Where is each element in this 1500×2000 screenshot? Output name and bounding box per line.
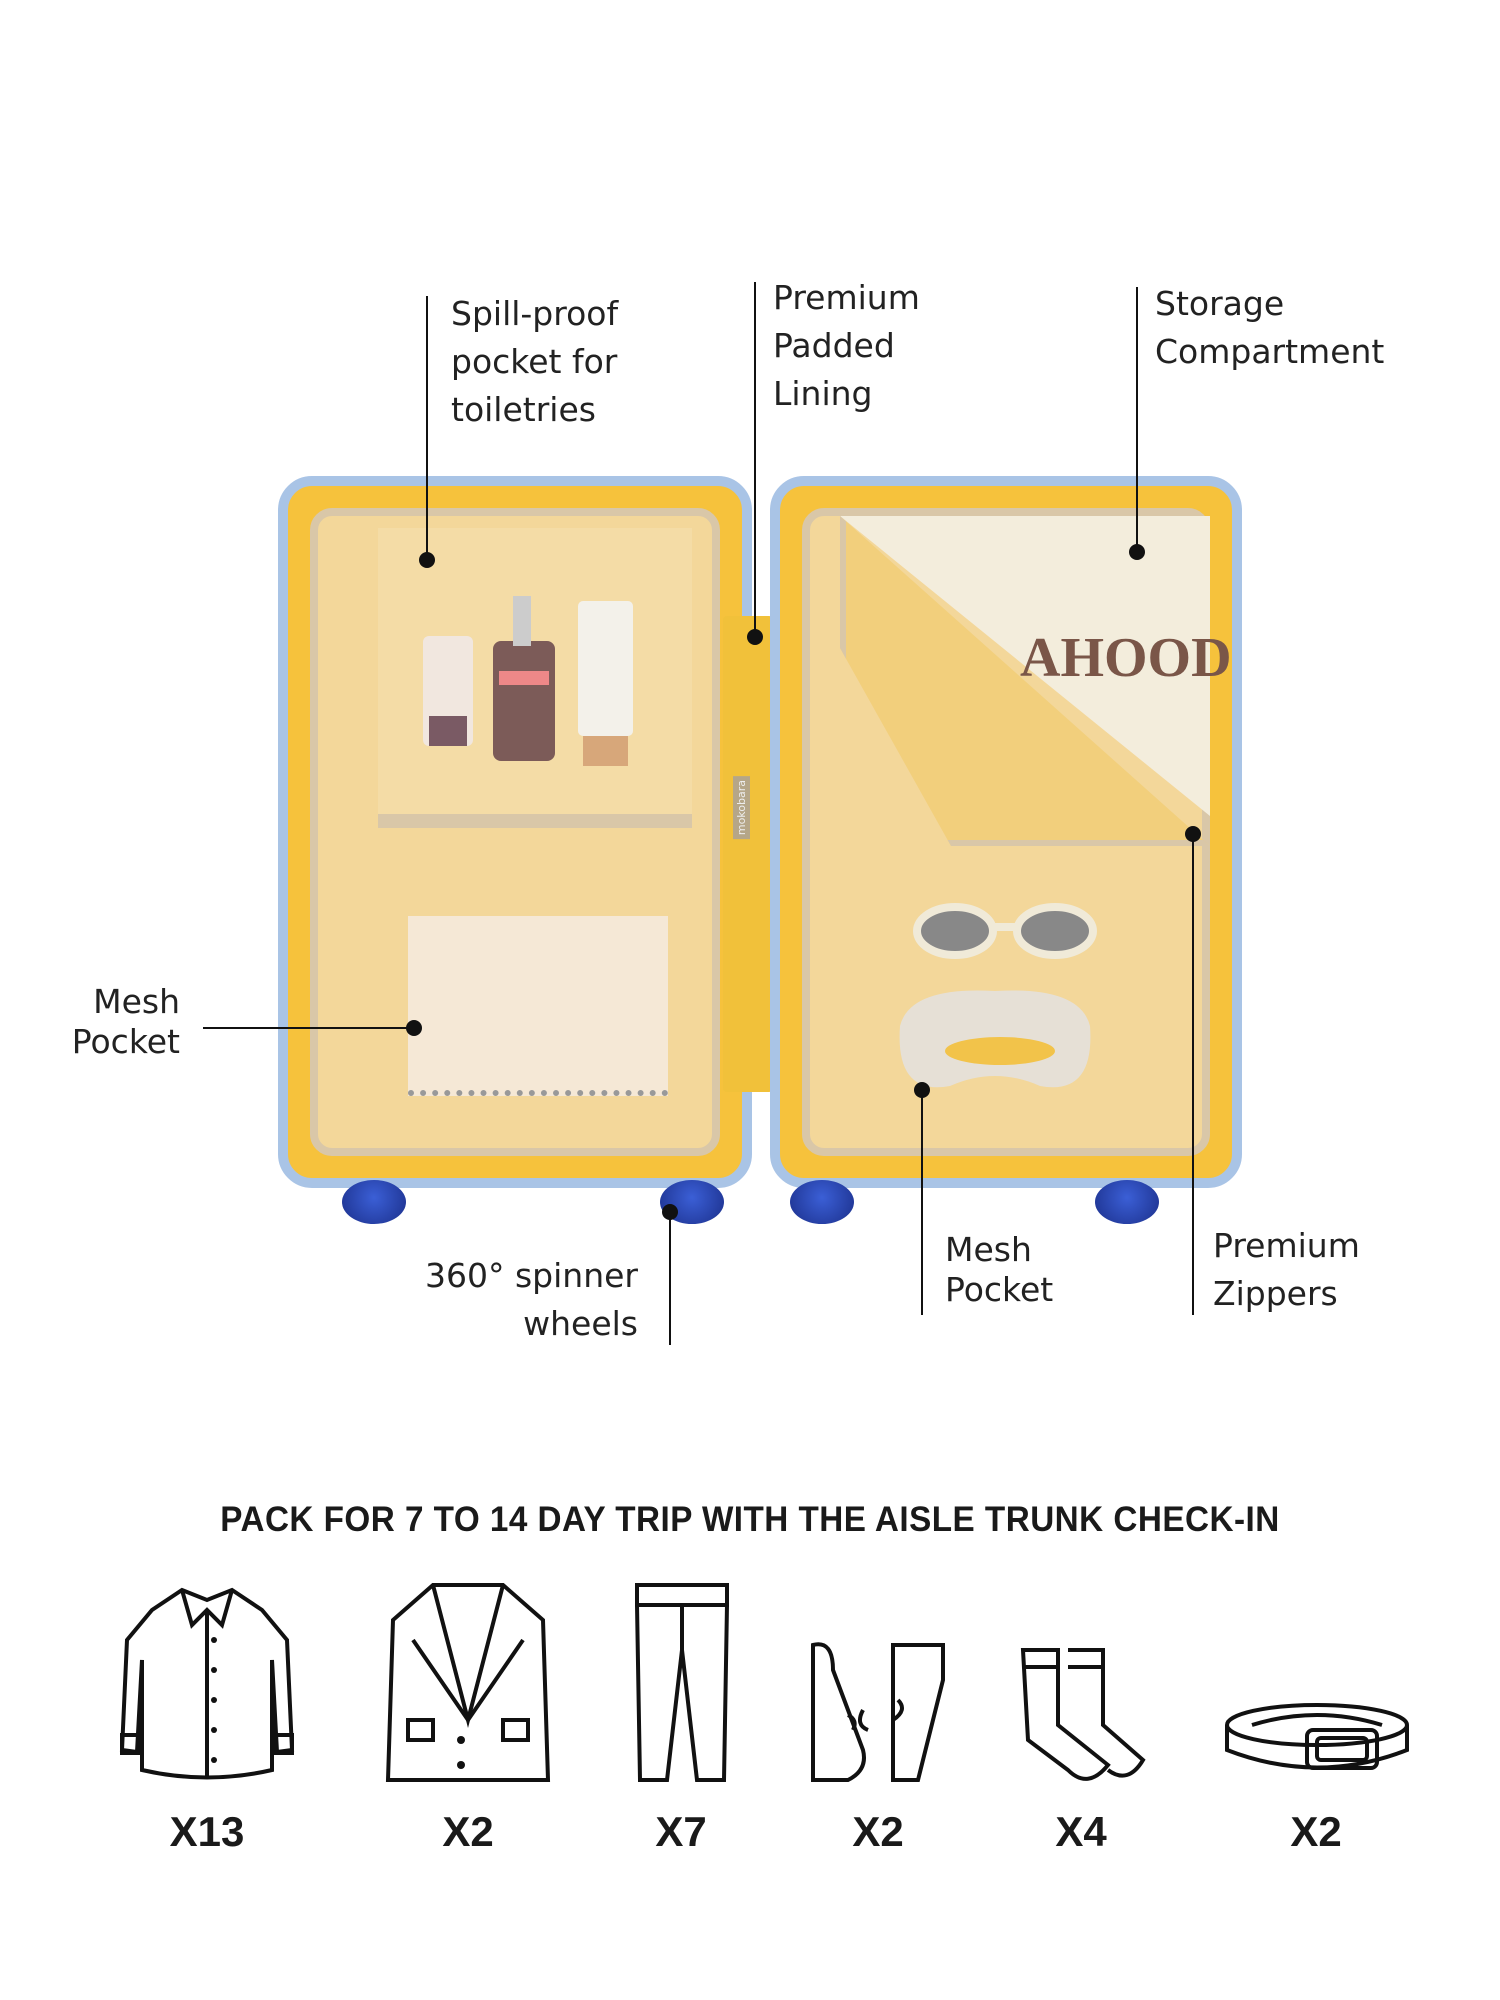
callout-label: Premium Zippers [1213, 1226, 1360, 1313]
packing-heading: PACK FOR 7 TO 14 DAY TRIP WITH THE AISLE… [220, 1500, 1280, 1539]
callout-label: Premium Padded Lining [773, 278, 920, 413]
callout-label: Mesh Pocket [71, 982, 180, 1061]
count-belts: X2 [1290, 1808, 1342, 1855]
count-shoes: X2 [852, 1808, 904, 1855]
storage-liner: AHOOD [802, 508, 1232, 1156]
callout-label: 360° spinner wheels [425, 1256, 638, 1343]
leader-dot [747, 629, 763, 645]
wheel [342, 1180, 406, 1224]
callout-label: Mesh Pocket [945, 1230, 1054, 1309]
shirt-print: AHOOD [1020, 627, 1232, 689]
leader-line [1192, 834, 1194, 1315]
callout-label: Spill-proof pocket for toiletries [451, 294, 619, 429]
padded-divider: mokobara [723, 616, 773, 1092]
leader-line [669, 1212, 671, 1345]
wheel [790, 1180, 854, 1224]
notebook-image [408, 916, 668, 1096]
leader-dot [662, 1204, 678, 1220]
count-blazers: X2 [442, 1808, 494, 1855]
leader-line [921, 1090, 923, 1315]
toiletries-image [423, 596, 633, 766]
count-trousers: X7 [655, 1808, 707, 1855]
leader-line [203, 1027, 414, 1029]
leader-line [754, 282, 756, 637]
brand-tag: mokobara [733, 776, 750, 840]
shirt-icon [119, 1587, 295, 1780]
leader-dot [1129, 544, 1145, 560]
suitcase-left-shell [278, 476, 752, 1188]
toiletry-and-mesh-liner [310, 508, 720, 1156]
socks-icon [1020, 1648, 1146, 1781]
eye-mask-image [899, 990, 1091, 1088]
suitcase-right-shell: AHOOD [770, 476, 1242, 1188]
leader-dot [419, 552, 435, 568]
leader-line [1136, 287, 1138, 552]
leader-dot [1185, 826, 1201, 842]
trousers-icon [635, 1583, 729, 1782]
callout-label: Storage Compartment [1155, 284, 1385, 371]
blazer-icon [385, 1583, 551, 1782]
count-shirts: X13 [169, 1808, 245, 1855]
leader-dot [406, 1020, 422, 1036]
leader-line [426, 296, 428, 560]
sunglasses-image [913, 903, 1097, 959]
wheel [1095, 1180, 1159, 1224]
belt-icon [1225, 1703, 1409, 1770]
count-socks: X4 [1055, 1808, 1107, 1855]
shoes-icon [811, 1642, 945, 1782]
leader-dot [914, 1082, 930, 1098]
